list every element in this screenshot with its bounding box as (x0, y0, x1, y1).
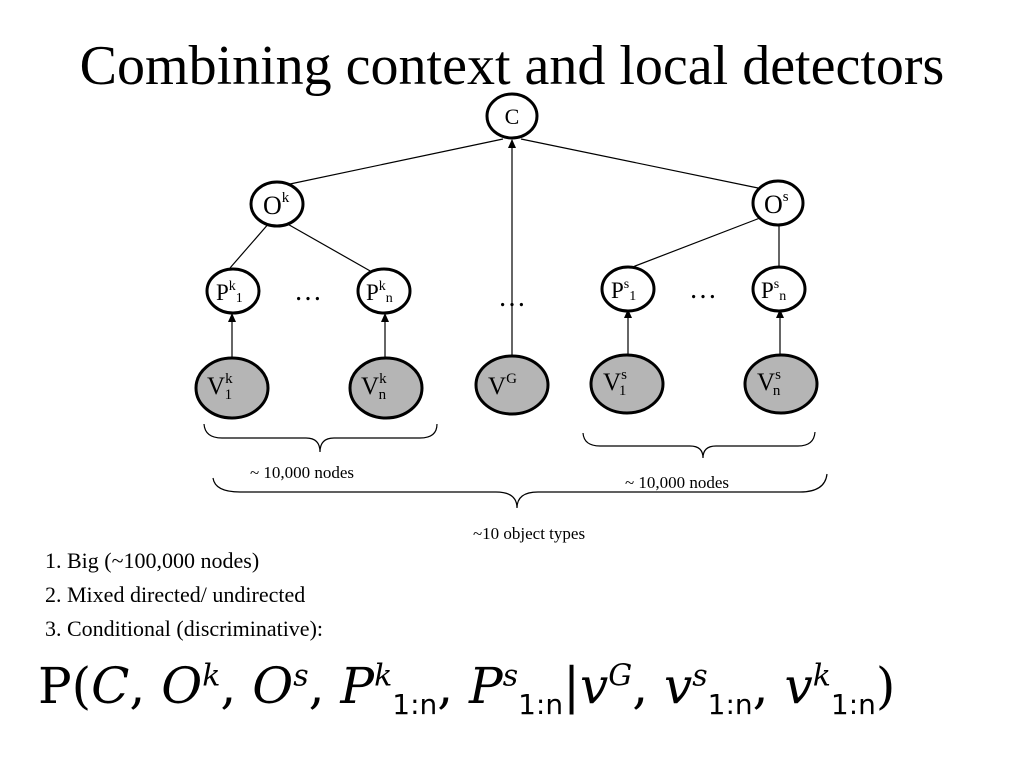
svg-text:Pk1: Pk1 (216, 279, 243, 306)
edge-os-ps1 (629, 217, 761, 269)
list-item: 3. Conditional (discriminative): (45, 616, 324, 641)
brace-s-group (582, 431, 816, 459)
node-ok: Ok (249, 180, 305, 228)
node-os: Os (751, 179, 805, 227)
brace-label-s: ~ 10,000 nodes (625, 473, 729, 492)
brace-all (212, 473, 828, 509)
svg-text:Pkn: Pkn (366, 279, 393, 306)
node-psn: Psn (751, 265, 807, 313)
svg-text:Vk1: Vk1 (207, 371, 233, 403)
ellipsis-middle: … (498, 282, 526, 313)
svg-text:Ps1: Ps1 (611, 277, 636, 304)
node-c: C (485, 92, 539, 140)
svg-text:Vs1: Vs1 (603, 367, 627, 399)
svg-text:Vsn: Vsn (757, 367, 781, 399)
svg-text:VG: VG (488, 371, 517, 400)
edge-c-os (520, 138, 759, 189)
ellipsis-s: … (689, 274, 717, 305)
list-item: 1. Big (~100,000 nodes) (45, 548, 260, 573)
brace-label-k: ~ 10,000 nodes (250, 463, 354, 482)
property-list: 1. Big (~100,000 nodes) 2. Mixed directe… (45, 544, 323, 646)
svg-text:Psn: Psn (761, 277, 786, 304)
node-vg: VG (474, 354, 550, 416)
edge-c-ok (289, 138, 504, 185)
node-pk1: Pk1 (205, 267, 261, 315)
formula-rendered: P(C, Ok, Os, Pk1:n, Ps1:n|vG, vs1:n, vk1… (38, 656, 896, 721)
list-item: 2. Mixed directed/ undirected (45, 582, 306, 607)
svg-text:C: C (505, 104, 520, 129)
slide-title: Combining context and local detectors (79, 35, 945, 97)
edge-ok-pkn (283, 221, 373, 273)
brace-k-group (203, 423, 438, 453)
svg-text:Os: Os (764, 189, 789, 219)
edge-ok-pk1 (229, 221, 271, 269)
brace-label-all: ~10 object types (473, 524, 585, 543)
svg-text:Vkn: Vkn (361, 371, 387, 403)
svg-text:Ok: Ok (263, 190, 290, 220)
node-pkn: Pkn (356, 267, 412, 315)
ellipsis-k: … (294, 276, 322, 307)
conditional-probability-formula: P(C, Ok, Os, Pk1:n, Ps1:n|vG, vs1:n, vk1… (38, 646, 895, 735)
node-ps1: Ps1 (600, 265, 656, 313)
